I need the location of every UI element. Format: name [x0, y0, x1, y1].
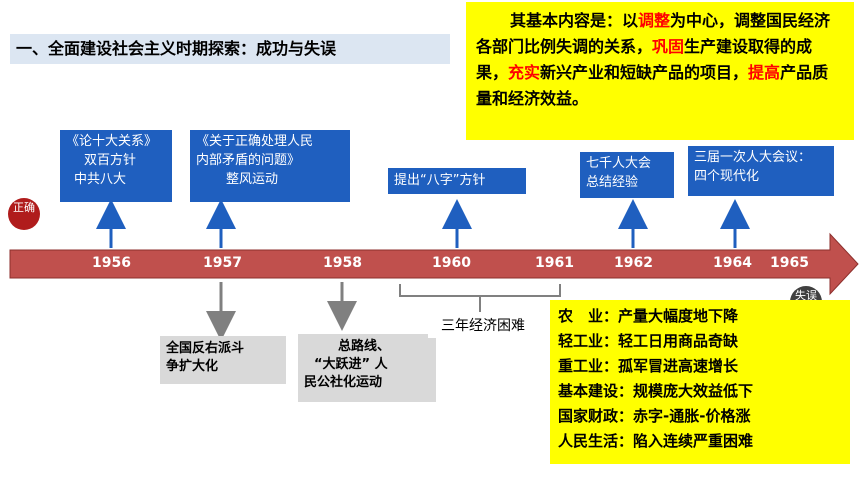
policy-text-2: 为中心，调整国民经济各部门比例失调的关系， [476, 11, 831, 56]
event-box-1956: 《论十大关系》 双百方针 中共八大 [60, 130, 172, 202]
difficulty-details-box: 农 业：产量大幅度地下降 轻工业：轻工日用商品奇缺 重工业：孤军冒进高速增长 基… [550, 300, 850, 464]
year-1962: 1962 [614, 255, 653, 271]
event-1957-line1: 《关于正确处理人民 [196, 134, 314, 149]
mistake-box-1958: 总路线、 “大跃进” 人 民公社化运动 [298, 334, 436, 402]
mistake-1958-line2: “大跃进” 人 [314, 357, 388, 372]
event-1960-line1: 提出“八字”方针 [394, 173, 486, 188]
economic-difficulty-label: 三年经济困难 [428, 314, 538, 338]
year-1956: 1956 [92, 255, 131, 271]
event-1956-line3: 中共八大 [74, 172, 127, 187]
policy-keyword-consolidate: 巩固 [652, 37, 685, 56]
policy-text-3: 生产建设取得的成果， [476, 37, 813, 82]
page-title: 一、全面建设社会主义时期探索：成功与失误 [10, 34, 450, 64]
adjustment-policy-box: 其基本内容是：以调整为中心，调整国民经济各部门比例失调的关系，巩固生产建设取得的… [466, 2, 854, 140]
correct-badge: 正确 [8, 198, 40, 230]
event-box-1960: 提出“八字”方针 [388, 168, 526, 194]
policy-text-4: 新兴产业和短缺产品的项目， [540, 63, 749, 82]
year-1965: 1965 [770, 255, 809, 271]
difficulty-bracket [399, 284, 561, 312]
event-1962-line2: 总结经验 [586, 175, 639, 190]
policy-keyword-adjust: 调整 [638, 11, 671, 30]
year-1957: 1957 [203, 255, 242, 271]
detail-agriculture: 农 业：产量大幅度地下降 [558, 307, 739, 325]
mistake-box-1957: 全国反右派斗 争扩大化 [160, 336, 286, 384]
timeline-bar [9, 232, 859, 296]
policy-text-1: 其基本内容是：以 [510, 11, 639, 30]
policy-keyword-improve: 提高 [748, 63, 781, 82]
mistake-1958-line1: 总路线、 [338, 339, 391, 354]
event-1956-line2: 双百方针 [84, 153, 137, 168]
event-box-1957: 《关于正确处理人民 内部矛盾的问题》 整风运动 [190, 130, 350, 202]
year-1960: 1960 [432, 255, 471, 271]
detail-living: 人民生活：陷入连续严重困难 [558, 432, 754, 450]
event-1956-line1: 《论十大关系》 [66, 134, 158, 149]
event-box-1962: 七千人大会 总结经验 [580, 152, 674, 198]
event-1964-line2: 四个现代化 [694, 169, 760, 184]
mistake-1957-line2: 争扩大化 [166, 359, 219, 374]
event-1964-line1: 三届一次人大会议： [694, 150, 812, 165]
detail-light-industry: 轻工业：轻工日用商品奇缺 [558, 332, 739, 350]
year-1958: 1958 [323, 255, 362, 271]
detail-heavy-industry: 重工业：孤军冒进高速增长 [558, 357, 739, 375]
year-1961: 1961 [535, 255, 574, 271]
policy-keyword-enrich: 充实 [508, 63, 541, 82]
detail-finance: 国家财政：赤字-通胀-价格涨 [558, 407, 751, 425]
year-1964: 1964 [713, 255, 752, 271]
event-1957-line3: 整风运动 [226, 172, 279, 187]
policy-text-5: 产品质量和经济效益。 [476, 63, 829, 108]
event-1962-line1: 七千人大会 [586, 156, 652, 171]
event-box-1964: 三届一次人大会议： 四个现代化 [688, 146, 834, 196]
event-1957-line2: 内部矛盾的问题》 [196, 153, 301, 168]
detail-construction: 基本建设：规模庞大效益低下 [558, 382, 754, 400]
mistake-1958-line3: 民公社化运动 [304, 375, 383, 390]
mistake-1957-line1: 全国反右派斗 [166, 341, 245, 356]
